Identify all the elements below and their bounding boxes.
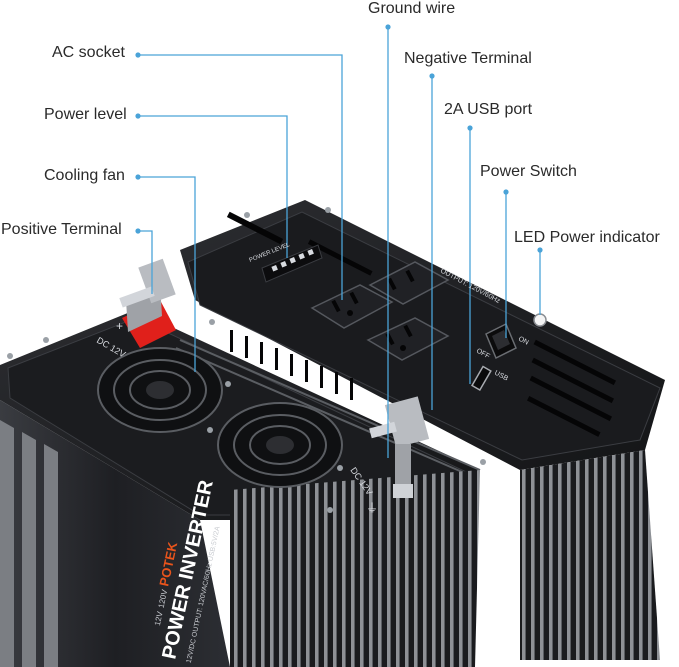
ac-socket-left: [310, 284, 394, 329]
callout-ac-socket: AC socket: [52, 44, 125, 61]
cooling-fan-2: [217, 402, 343, 488]
ac-socket-right-top: [368, 261, 450, 305]
rear-fins: [520, 450, 660, 660]
callout-cooling-fan: Cooling fan: [44, 167, 125, 184]
callout-line-ac-socket: [138, 54, 343, 300]
callout-line-cooling-fan: [138, 176, 196, 372]
negative-terminal: [369, 396, 430, 498]
callout-led-indicator: LED Power indicator: [514, 229, 660, 246]
callout-line-positive-terminal: [138, 230, 153, 294]
cooling-fan-1: [97, 347, 223, 433]
led-indicator-light: [533, 313, 547, 327]
callout-power-switch: Power Switch: [480, 163, 577, 180]
callout-lines: [138, 27, 541, 458]
callout-ground-wire: Ground wire: [368, 0, 456, 17]
badge-b: 120V: [157, 588, 170, 609]
callout-usb-port: 2A USB port: [444, 101, 533, 118]
callout-positive-terminal: Positive Terminal: [1, 221, 122, 238]
ground-symbol: ⏚: [366, 501, 378, 515]
badge-a: 12V: [153, 610, 165, 626]
callout-negative-terminal: Negative Terminal: [404, 50, 532, 67]
callout-dots: [135, 24, 543, 253]
usb-port-slot: [471, 365, 492, 392]
on-printed-label: ON: [517, 336, 530, 347]
power-level-bar: [261, 244, 323, 283]
positive-terminal: [119, 258, 176, 348]
plus-printed-sign: +: [116, 319, 123, 333]
callout-power-level: Power level: [44, 106, 127, 123]
callout-line-power-level: [138, 115, 288, 258]
